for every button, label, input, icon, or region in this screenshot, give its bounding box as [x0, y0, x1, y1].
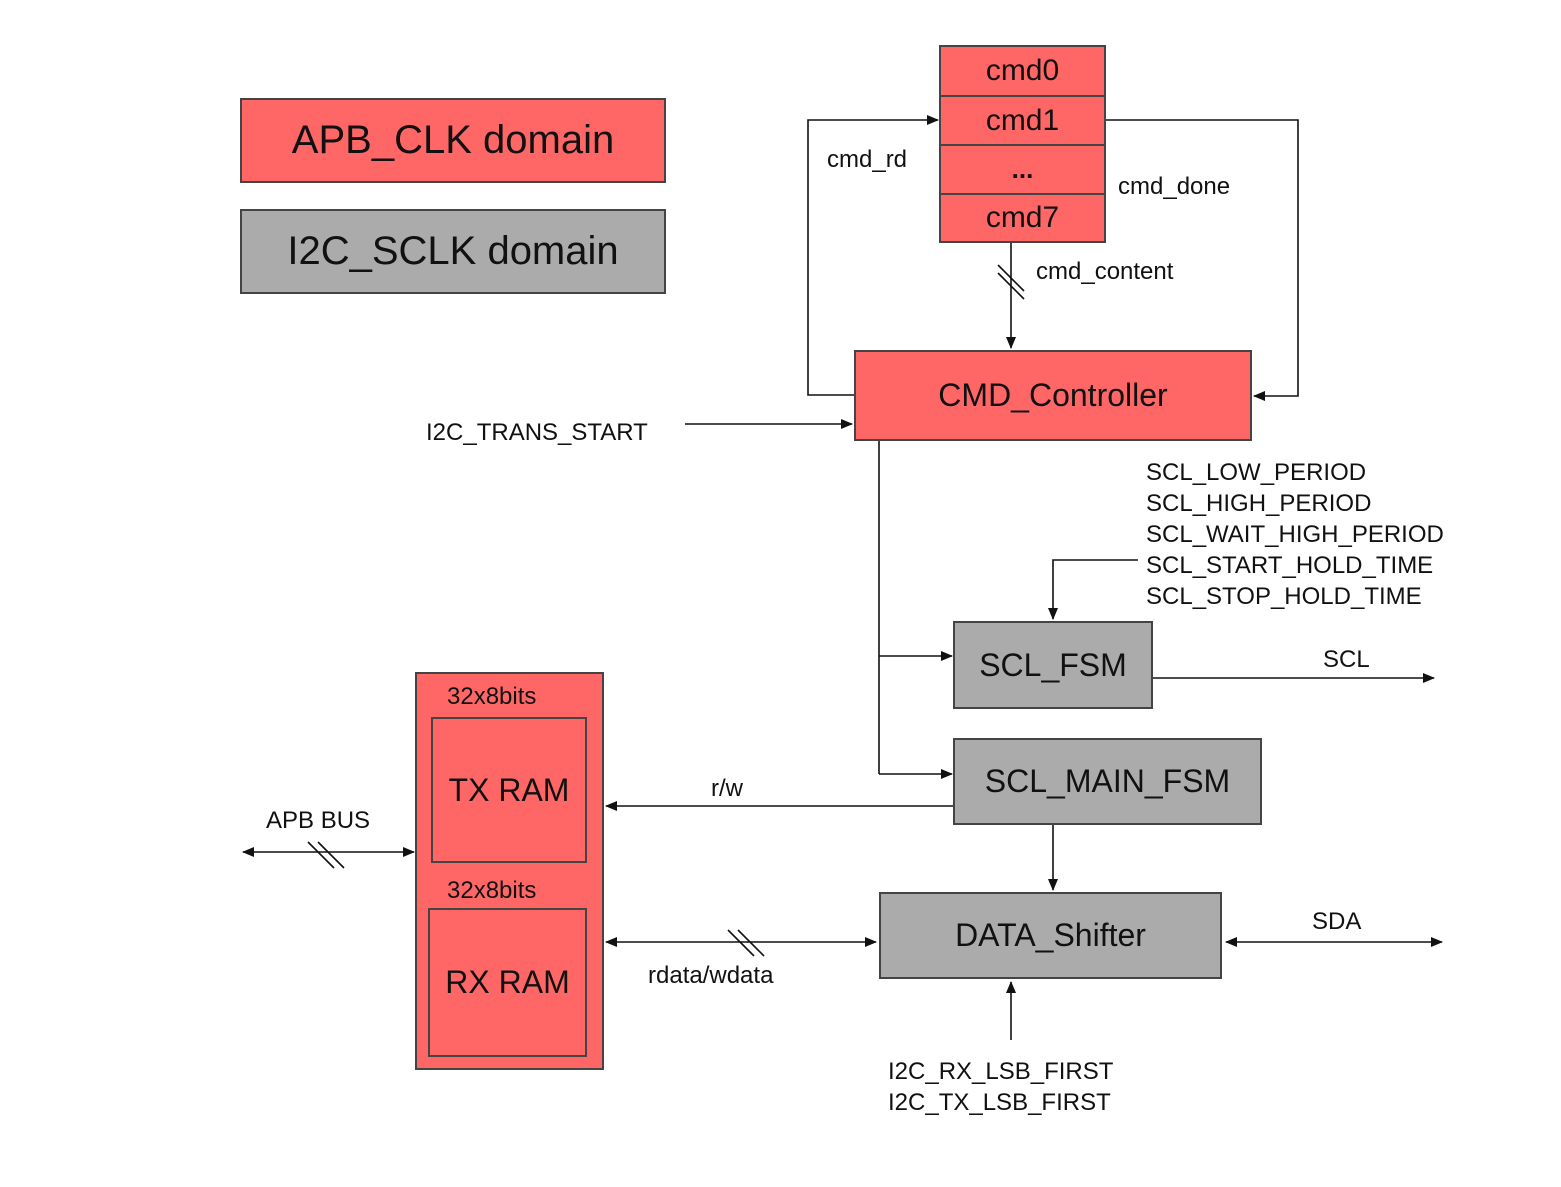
rw-label: r/w [711, 775, 743, 802]
legend-i2c-label: I2C_SCLK domain [287, 229, 619, 273]
lsb-param: I2C_TX_LSB_FIRST [888, 1089, 1111, 1116]
lsb-param: I2C_RX_LSB_FIRST [888, 1058, 1114, 1085]
cmd-rd-wire [807, 115, 939, 396]
apb-bus-label: APB BUS [266, 807, 371, 834]
cmd-cell: cmd7 [941, 195, 1104, 241]
tx-ram-size: 32x8bits [447, 683, 537, 710]
legend-apb-label: APB_CLK domain [291, 118, 615, 162]
cmd-rd-label: cmd_rd [827, 146, 908, 173]
legend-apb-domain: APB_CLK domain [240, 98, 666, 183]
lsb-params-list: I2C_RX_LSB_FIRST I2C_TX_LSB_FIRST [888, 1056, 1113, 1118]
rx-ram-block: RX RAM [428, 908, 587, 1057]
rdata-wdata-tick [737, 929, 765, 957]
legend-i2c-domain: I2C_SCLK domain [240, 209, 666, 294]
data-shifter-block: DATA_Shifter [879, 892, 1222, 979]
cmd-content-bus-tick [997, 272, 1025, 300]
rdata-wdata-label: rdata/wdata [648, 962, 774, 989]
scl-param: SCL_LOW_PERIOD [1146, 459, 1367, 486]
cmd-cell-label: cmd0 [985, 54, 1060, 87]
scl-params-list: SCL_LOW_PERIOD SCL_HIGH_PERIOD SCL_WAIT_… [1146, 457, 1444, 612]
cmd-cell-label: ... [1011, 154, 1034, 184]
scl-param: SCL_START_HOLD_TIME [1146, 552, 1434, 579]
scl-fsm-label: SCL_FSM [979, 646, 1127, 683]
scl-param: SCL_STOP_HOLD_TIME [1146, 583, 1422, 610]
scl-fsm-block: SCL_FSM [953, 621, 1153, 709]
scl-label: SCL [1323, 646, 1370, 673]
cmd-done-wire [1105, 119, 1299, 401]
scl-params-wire [1048, 559, 1138, 620]
tx-ram-block: TX RAM [431, 717, 587, 863]
scl-param: SCL_HIGH_PERIOD [1146, 490, 1372, 517]
tx-ram-label: TX RAM [448, 771, 570, 808]
rx-ram-label: RX RAM [445, 964, 570, 1000]
cmd-list: cmd0 cmd1 ... cmd7 [939, 45, 1106, 243]
cmd-content-bus-tick [997, 264, 1025, 292]
cmd-cell: ... [941, 146, 1104, 195]
cmd-done-label: cmd_done [1118, 173, 1231, 200]
cmd-content-label: cmd_content [1036, 258, 1174, 285]
sda-label: SDA [1312, 908, 1362, 935]
rdata-wdata-tick [727, 929, 755, 957]
data-shifter-label: DATA_Shifter [955, 917, 1146, 953]
cmd-cell-label: cmd1 [985, 103, 1060, 137]
scl-main-fsm-label: SCL_MAIN_FSM [984, 763, 1231, 799]
apb-bus-tick [307, 841, 335, 869]
scl-main-fsm-block: SCL_MAIN_FSM [953, 738, 1262, 825]
scl-param: SCL_WAIT_HIGH_PERIOD [1146, 521, 1444, 548]
cmd-controller-label: CMD_Controller [938, 377, 1168, 413]
cmd-cell-label: cmd7 [985, 201, 1060, 234]
apb-bus-tick [317, 841, 345, 869]
trans-start-label: I2C_TRANS_START [426, 419, 648, 446]
cmd-controller-block: CMD_Controller [854, 350, 1252, 441]
cmd-cell: cmd0 [941, 47, 1104, 97]
rx-ram-size: 32x8bits [447, 877, 537, 904]
cmd-cell: cmd1 [941, 97, 1104, 146]
